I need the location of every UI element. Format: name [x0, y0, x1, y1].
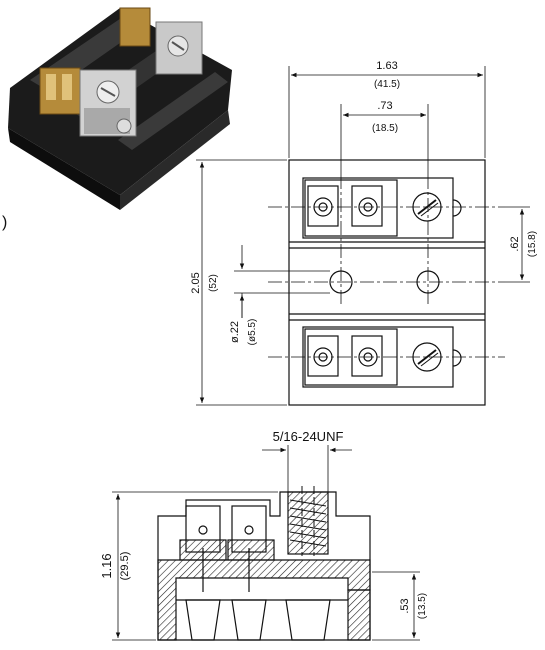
- width-mm-label: (41.5): [374, 79, 400, 90]
- base-height-in-label: .53: [399, 598, 411, 613]
- overall-height-in-label: 1.16: [99, 553, 114, 578]
- hole-in-label: ø.22: [229, 321, 241, 343]
- offset-mm-label: (15.8): [527, 231, 538, 257]
- product-photo: [8, 7, 232, 210]
- stray-parenthesis: ): [2, 214, 8, 231]
- side-view: [112, 445, 420, 641]
- offset-in-label: .62: [509, 236, 521, 251]
- hole-mm-label: (ø5.5): [247, 319, 258, 346]
- base-height-mm-label: (13.5): [417, 593, 428, 619]
- pitch-mm-label: (18.5): [372, 123, 398, 134]
- front-terminal: [39, 67, 137, 137]
- rear-terminal: [119, 7, 203, 75]
- thread-label: 5/16-24UNF: [273, 429, 344, 444]
- overall-height-mm-label: (29.5): [119, 552, 131, 581]
- width-in-label: 1.63: [376, 60, 397, 72]
- height-mm-label: (52): [208, 274, 219, 292]
- top-view: [196, 66, 530, 406]
- height-in-label: 2.05: [190, 272, 202, 293]
- top-view-outline: [288, 159, 486, 406]
- top-terminal-group: [302, 177, 462, 239]
- pitch-in-label: .73: [377, 100, 392, 112]
